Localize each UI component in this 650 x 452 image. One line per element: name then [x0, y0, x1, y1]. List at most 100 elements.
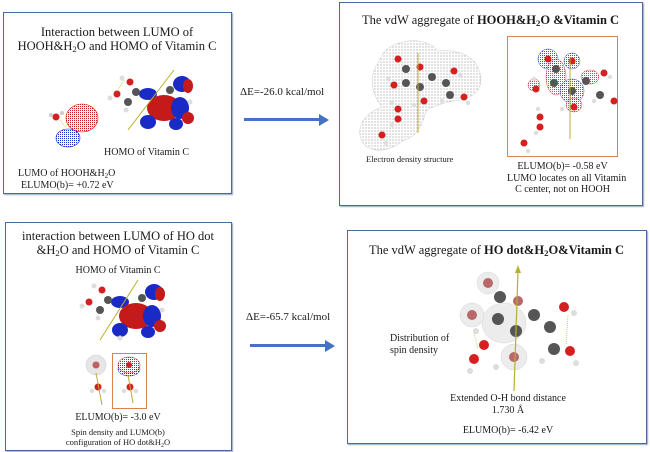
- title-text: &H: [36, 243, 56, 258]
- label-text: O: [108, 168, 116, 179]
- hydrogen-atom: [467, 368, 473, 374]
- dipole-arrowhead: [515, 265, 521, 273]
- hydrogen-atom: [493, 364, 499, 370]
- title-text: HOOH&H: [17, 39, 73, 54]
- hydrogen-atom: [123, 107, 129, 113]
- elumo-value: ELUMO(b)= +0.72 eV: [21, 179, 114, 191]
- title-line-1: Interaction between LUMO of: [40, 25, 194, 39]
- hydrogen-bond: [117, 79, 125, 91]
- electron-density-caption: Electron density structure: [366, 154, 454, 164]
- oxygen-atom: [544, 55, 552, 63]
- homo-lobe-blue: [141, 326, 155, 338]
- oxygen-atom: [479, 340, 489, 350]
- carbon-atom: [550, 79, 558, 87]
- panel-title: interaction between LUMO of HO dot &H2O …: [6, 229, 230, 258]
- hydrogen-atom: [133, 388, 139, 394]
- subscript: 2: [544, 248, 549, 258]
- title-line-2: HOOH&H2O and HOMO of Vitamin C: [4, 39, 230, 53]
- homo-lobe-blue: [139, 88, 157, 100]
- hydrogen-atom: [439, 98, 445, 104]
- lumo-positive-lobe: [65, 103, 99, 133]
- oxygen-atom: [94, 383, 102, 391]
- oxygen-atom: [559, 302, 569, 312]
- carbon-atom: [124, 98, 132, 106]
- homo-vitamin-c-label: HOMO of Vitamin C: [104, 147, 190, 158]
- oxygen-atom: [520, 139, 528, 147]
- oxygen-atom: [536, 113, 544, 121]
- oxygen-atom: [450, 67, 458, 75]
- electron-density-image: [359, 40, 482, 151]
- oxygen-atom: [467, 310, 477, 320]
- carbon-atom: [596, 91, 604, 99]
- hydrogen-atom: [91, 283, 97, 289]
- carbon-atom: [402, 79, 410, 87]
- note-line-2: configuration of HO dot&H2O: [6, 437, 230, 449]
- dipole-vector: [127, 69, 175, 131]
- homo-lobe-red: [183, 79, 193, 93]
- hydrogen-atom: [591, 98, 597, 104]
- hydrogen-atom: [121, 388, 127, 394]
- oxygen-atom: [483, 278, 493, 288]
- carbon-atom: [582, 77, 590, 85]
- oxygen-atom: [394, 115, 402, 123]
- panel-lumo-hooh-homo-vitc: Interaction between LUMO of HOOH&H2O and…: [3, 12, 232, 194]
- oxygen-atom: [390, 81, 398, 89]
- hydrogen-bond: [59, 119, 67, 129]
- hydrogen-atom: [79, 303, 85, 309]
- homo-lobe-red: [147, 95, 181, 121]
- hydrogen-atom: [411, 102, 417, 108]
- bond-distance-value: 1.730 Å: [491, 404, 525, 416]
- aggregate-lumo-image: [520, 48, 618, 154]
- oxygen-atom: [570, 103, 578, 111]
- carbon-atom: [492, 313, 504, 325]
- panel-lumo-hodot-homo-vitc: interaction between LUMO of HO dot &H2O …: [5, 222, 232, 451]
- carbon-atom: [442, 79, 450, 87]
- homo-lobe-blue: [169, 118, 183, 130]
- oxygen-atom: [113, 90, 121, 98]
- title-bold-text: O&Vitamin C: [548, 243, 625, 257]
- carbon-atom: [446, 91, 454, 99]
- title-text: The vdW aggregate of: [361, 13, 477, 27]
- oxygen-atom: [92, 361, 100, 369]
- hydrogen-atom: [473, 328, 479, 334]
- oxygen-atom: [469, 354, 479, 364]
- hodot-lumo-image: [117, 356, 141, 404]
- oxygen-atom: [394, 105, 402, 113]
- oxygen-atom: [610, 97, 618, 105]
- lumo-highlight-frame: [112, 353, 147, 409]
- hydrogen-bond: [473, 332, 479, 350]
- note-line-1: LUMO locates on all Vitamin: [507, 172, 627, 184]
- homo-lobe-red: [182, 112, 194, 124]
- carbon-atom: [104, 296, 112, 304]
- note-line-2: C center, not on HOOH: [515, 184, 610, 195]
- hydrogen-atom: [383, 140, 389, 146]
- hydrogen-atom: [95, 315, 101, 321]
- delta-e-label-2: ΔE=-65.7 kcal/mol: [246, 311, 331, 323]
- hydrogen-atom: [607, 74, 613, 80]
- lumo-label-line: LUMO of HOOH&H2O: [18, 168, 115, 180]
- carbon-atom: [544, 321, 556, 333]
- carbon-atom: [528, 309, 540, 321]
- elumo-value: ELUMO(b)= -0.58 eV: [517, 161, 608, 172]
- title-bold: HOOH&H2O &Vitamin C: [477, 13, 619, 27]
- carbon-atom: [428, 73, 436, 81]
- hydrogen-bond: [565, 314, 569, 346]
- hydrogen-atom: [60, 111, 64, 115]
- hydrogen-atom: [525, 148, 531, 154]
- title-bold: HO dot&H2O&Vitamin C: [484, 243, 624, 257]
- hydrogen-atom: [573, 360, 579, 366]
- hooh-water-lumo-image: [49, 103, 99, 148]
- hodot-aggregate-spin-image: [459, 265, 579, 392]
- hydrogen-atom: [571, 310, 577, 316]
- hydrogen-atom: [559, 106, 565, 112]
- vitamin-c-homo-image: [107, 69, 194, 131]
- carbon-atom: [166, 86, 174, 94]
- homo-lobe-blue: [112, 323, 128, 337]
- oxygen-atom: [532, 85, 540, 93]
- title-bold-text: HOOH&H: [476, 13, 536, 27]
- hydrogen-atom: [117, 335, 123, 341]
- hydrogen-atom: [107, 95, 113, 101]
- title-line-1: interaction between LUMO of HO dot: [22, 229, 214, 243]
- oxygen-atom: [420, 97, 428, 105]
- oxygen-atom: [509, 352, 519, 362]
